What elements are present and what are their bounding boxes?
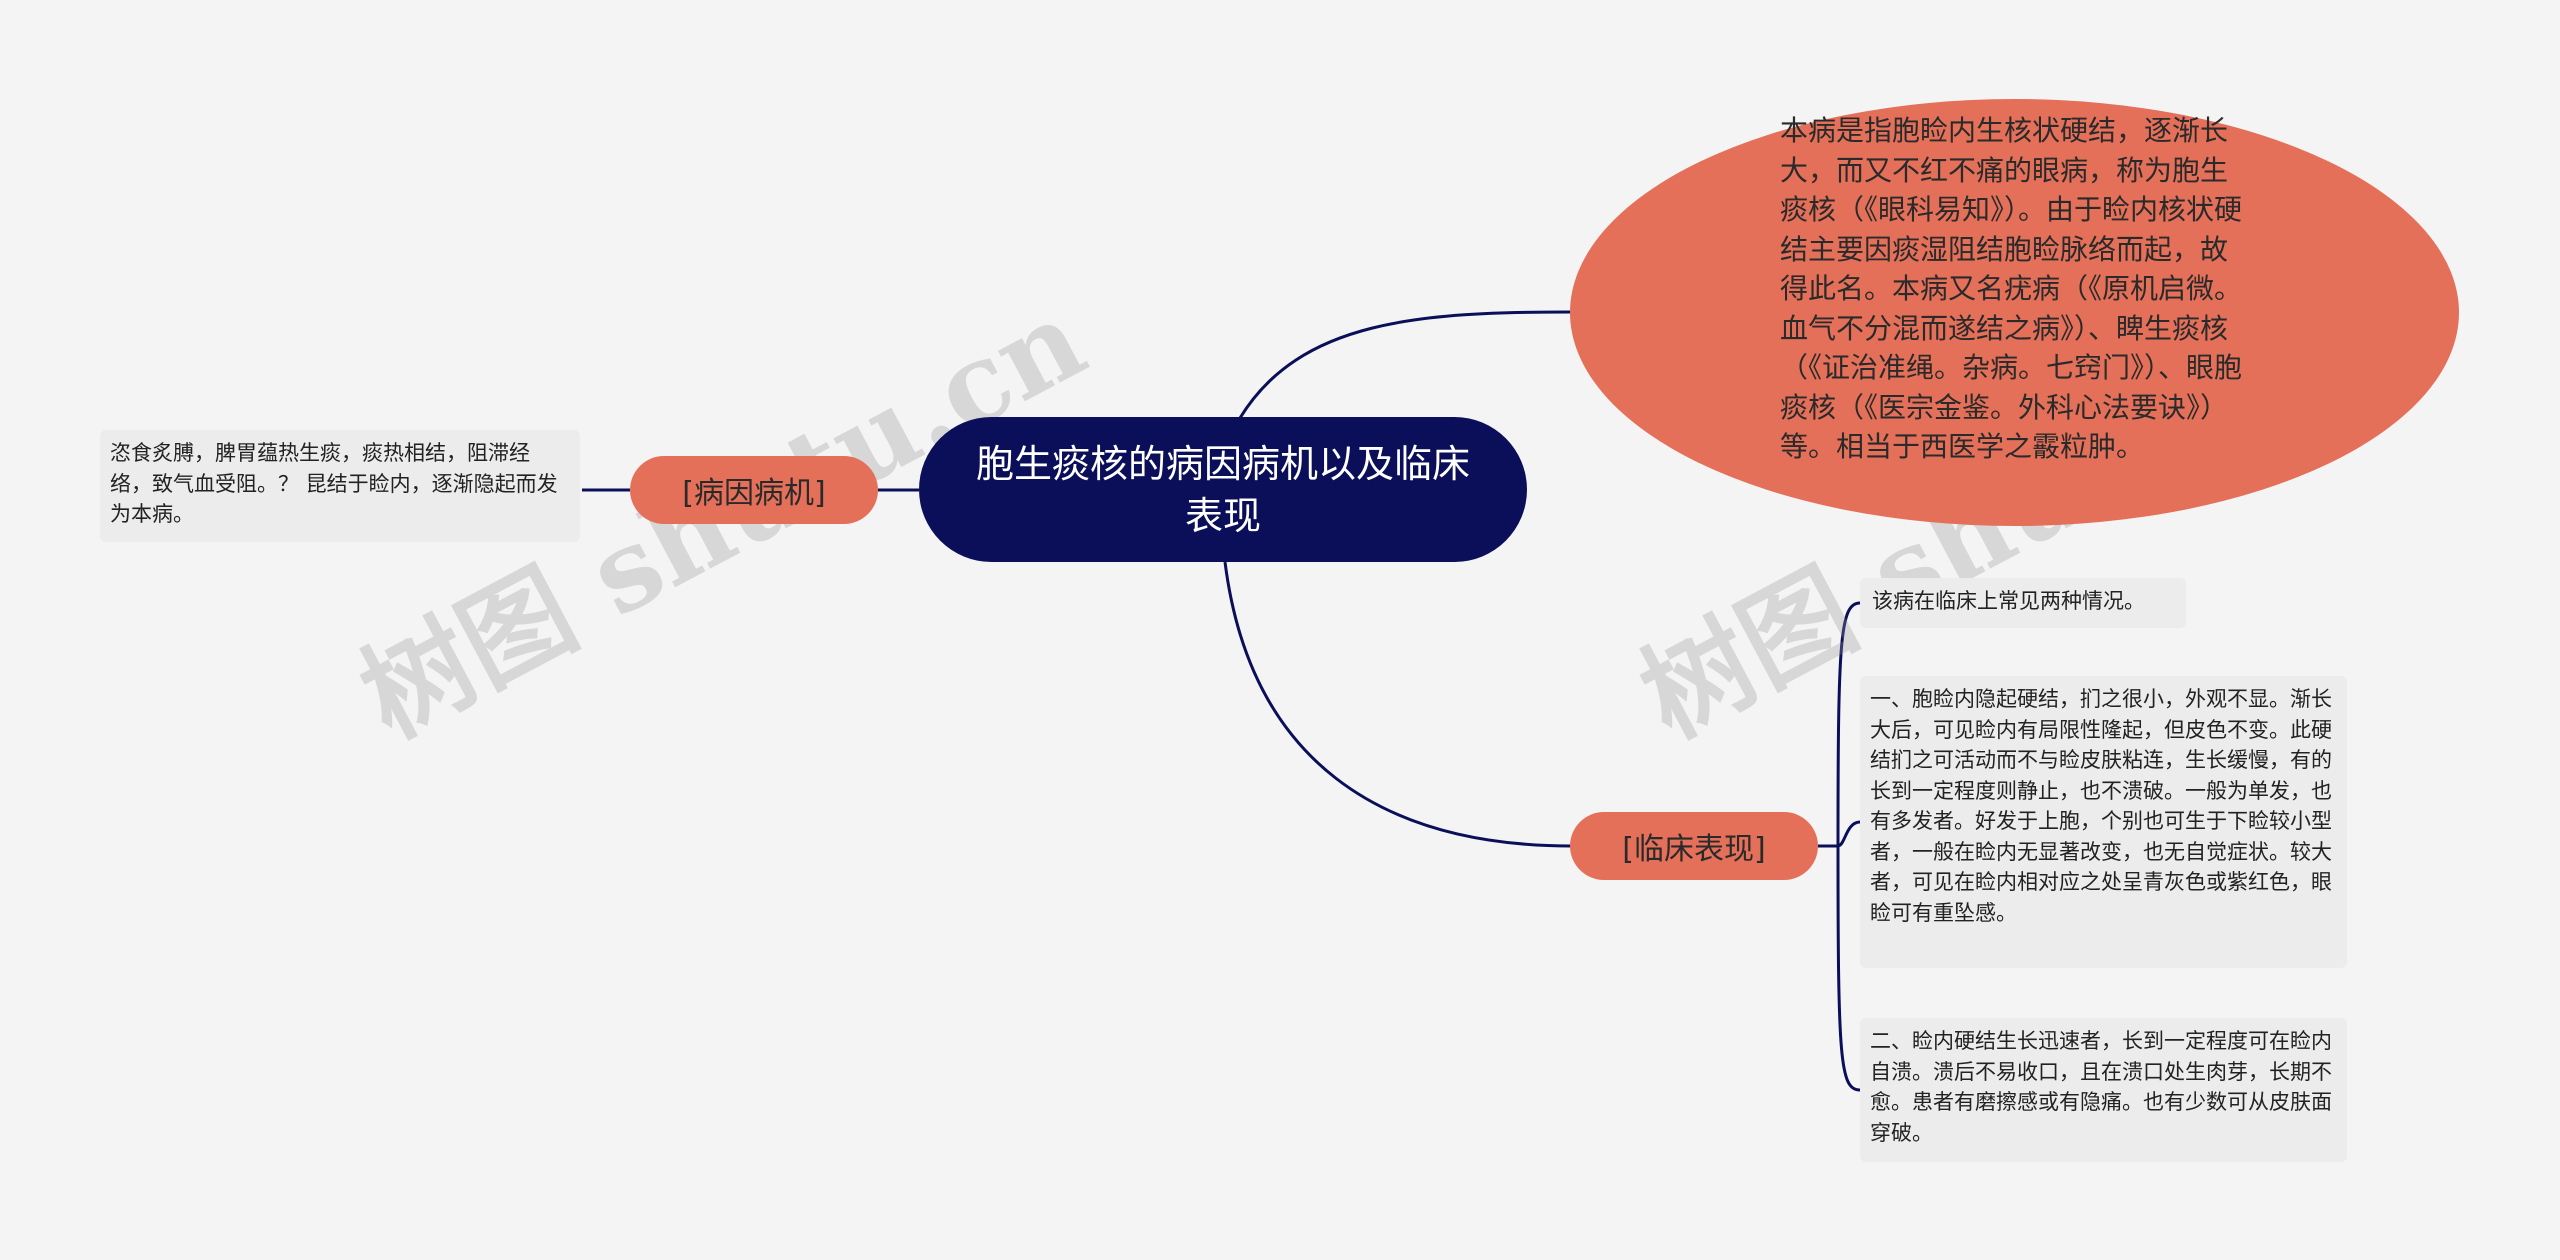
cause-detail-text: 恣食炙膊，脾胃蕴热生痰，痰热相结，阻滞经络，致气血受阻。？ 昆结于睑内，逐渐隐起…: [110, 441, 558, 526]
cause-detail-node[interactable]: 恣食炙膊，脾胃蕴热生痰，痰热相结，阻滞经络，致气血受阻。？ 昆结于睑内，逐渐隐起…: [100, 430, 580, 542]
link-clinical-type1: [1837, 820, 1861, 848]
link-clinical-intro: [1836, 601, 1861, 847]
definition-text: 本病是指胞睑内生核状硬结，逐渐长大，而又不红不痛的眼病，称为胞生痰核（《眼科易知…: [1780, 114, 2243, 463]
link-root-clinical: [1223, 561, 1573, 848]
link-clinical-type2: [1836, 845, 1861, 1092]
branch-cause-label: [病因病机]: [682, 476, 826, 511]
clinical-intro-text: 该病在临床上常见两种情况。: [1872, 589, 2145, 613]
clinical-type2-node[interactable]: 二、睑内硬结生长迅速者，长到一定程度可在睑内自溃。溃后不易收口，且在溃口处生肉芽…: [1860, 1018, 2347, 1162]
root-title: 胞生痰核的病因病机以及临床表现: [975, 441, 1470, 538]
clinical-type1-text: 一、胞睑内隐起硬结，扪之很小，外观不显。渐长大后，可见睑内有局限性隆起，但皮色不…: [1870, 687, 2332, 925]
clinical-intro-node[interactable]: 该病在临床上常见两种情况。: [1860, 578, 2186, 628]
root-topic[interactable]: 胞生痰核的病因病机以及临床表现: [919, 417, 1527, 562]
clinical-type1-node[interactable]: 一、胞睑内隐起硬结，扪之很小，外观不显。渐长大后，可见睑内有局限性隆起，但皮色不…: [1860, 676, 2347, 968]
branch-clinical[interactable]: [临床表现]: [1570, 812, 1818, 880]
link-root-definition: [1238, 310, 1573, 419]
definition-node[interactable]: 本病是指胞睑内生核状硬结，逐渐长大，而又不红不痛的眼病，称为胞生痰核（《眼科易知…: [1570, 99, 2459, 526]
clinical-type2-text: 二、睑内硬结生长迅速者，长到一定程度可在睑内自溃。溃后不易收口，且在溃口处生肉芽…: [1870, 1029, 2332, 1145]
branch-cause[interactable]: [病因病机]: [630, 456, 878, 524]
branch-clinical-label: [临床表现]: [1622, 832, 1766, 867]
